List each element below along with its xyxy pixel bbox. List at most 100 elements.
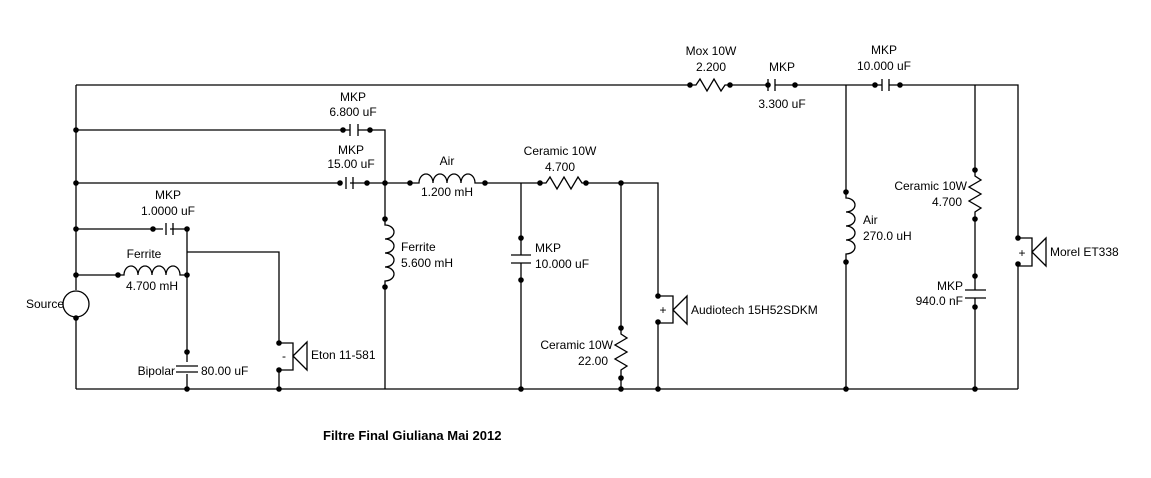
junction-dot <box>482 180 488 186</box>
junction-dot <box>276 367 282 373</box>
capacitor-c-mid[interactable] <box>511 254 531 264</box>
junction-dot <box>583 180 589 186</box>
c-hi2-value: 10.000 uF <box>857 59 911 73</box>
junction-dot <box>972 304 978 310</box>
junction-dot <box>972 216 978 222</box>
inductor-l-air1[interactable] <box>410 173 485 184</box>
junction-dot <box>897 82 903 88</box>
l-air2-type: Air <box>863 213 878 227</box>
mid-label: Audiotech 15H52SDKM <box>691 303 818 317</box>
r-ceramic1-type: Ceramic 10W <box>524 144 597 158</box>
junction-dot <box>843 259 849 265</box>
junction-dot <box>618 180 624 186</box>
speaker-woofer[interactable]: - <box>279 340 308 372</box>
junction-dot <box>727 82 733 88</box>
junction-dot <box>618 375 624 381</box>
r-ceramic3-value: 4.700 <box>932 195 962 209</box>
junction-dot <box>972 386 978 392</box>
inductor-l-ferrite1[interactable] <box>118 265 181 276</box>
c-hi3-type: MKP <box>937 279 963 293</box>
woofer-label: Eton 11-581 <box>311 348 376 362</box>
junction-dots <box>73 82 1021 392</box>
l-air1-type: Air <box>440 154 455 168</box>
junction-dot <box>972 273 978 279</box>
capacitor-c-bipolar[interactable] <box>176 365 198 373</box>
woofer-polarity: - <box>282 349 286 363</box>
speaker-mid[interactable]: + <box>658 294 688 326</box>
junction-dot <box>73 180 79 186</box>
capacitor-c-low1[interactable] <box>165 223 174 235</box>
junction-dot <box>184 226 190 232</box>
junction-dot <box>537 180 543 186</box>
junction-dot <box>367 127 373 133</box>
junction-dot <box>382 180 388 186</box>
junction-dot <box>1015 261 1021 267</box>
inductor-l-ferrite2[interactable] <box>384 219 395 287</box>
resistor-r-ceramic3[interactable] <box>967 170 983 219</box>
r-ceramic2-type: Ceramic 10W <box>540 338 613 352</box>
resistor-r-ceramic1[interactable] <box>540 175 586 191</box>
junction-dot <box>655 293 661 299</box>
c-top2-type: MKP <box>338 143 364 157</box>
resistor-r-mox[interactable] <box>690 77 730 93</box>
junction-dot <box>73 272 79 278</box>
c-top1-type: MKP <box>340 90 366 104</box>
junction-dot <box>340 127 346 133</box>
tweeter-label: Morel ET338 <box>1050 245 1119 259</box>
junction-dot <box>1015 235 1021 241</box>
c-hi1-value: 3.300 uF <box>758 97 805 111</box>
capacitor-c-top1[interactable] <box>349 124 359 136</box>
junction-dot <box>843 386 849 392</box>
r-mox-type: Mox 10W <box>686 44 737 58</box>
junction-dot <box>115 272 121 278</box>
junction-dot <box>184 349 190 355</box>
l-ferrite1-type: Ferrite <box>127 247 162 261</box>
junction-dot <box>73 315 79 321</box>
speaker-tweeter[interactable]: + <box>1018 236 1047 268</box>
junction-dot <box>792 82 798 88</box>
capacitor-c-top2[interactable] <box>345 177 354 189</box>
l-ferrite2-type: Ferrite <box>401 240 436 254</box>
c-bipolar-type: Bipolar <box>138 364 175 378</box>
capacitor-c-hi3[interactable] <box>965 276 986 307</box>
junction-dot <box>518 235 524 241</box>
junction-dot <box>337 180 343 186</box>
r-ceramic1-value: 4.700 <box>545 160 575 174</box>
junction-dot <box>184 386 190 392</box>
junction-dot <box>765 82 771 88</box>
capacitor-c-hi1[interactable] <box>767 79 795 91</box>
l-air1-value: 1.200 mH <box>421 185 473 199</box>
l-air2-value: 270.0 uH <box>863 229 912 243</box>
junction-dot <box>618 386 624 392</box>
resistor-r-ceramic2[interactable] <box>613 328 629 378</box>
junction-dot <box>972 167 978 173</box>
wires <box>75 84 1019 390</box>
junction-dot <box>364 180 370 186</box>
junction-dot <box>872 82 878 88</box>
source[interactable] <box>62 290 90 318</box>
r-ceramic3-type: Ceramic 10W <box>894 179 967 193</box>
junction-dot <box>382 284 388 290</box>
c-hi3-value: 940.0 nF <box>916 294 963 308</box>
c-low1-type: MKP <box>155 188 181 202</box>
l-ferrite2-value: 5.600 mH <box>401 256 453 270</box>
junction-dot <box>687 82 693 88</box>
junction-dot <box>73 127 79 133</box>
junction-dot <box>276 386 282 392</box>
r-ceramic2-value: 22.00 <box>578 354 608 368</box>
inductor-l-air2[interactable] <box>845 192 856 262</box>
junction-dot <box>276 340 282 346</box>
junction-dot <box>518 386 524 392</box>
capacitor-c-hi2[interactable] <box>875 79 900 91</box>
c-low1-value: 1.0000 uF <box>141 204 195 218</box>
junction-dot <box>618 325 624 331</box>
junction-dot <box>150 226 156 232</box>
junction-dot <box>843 189 849 195</box>
junction-dot <box>407 180 413 186</box>
junction-dot <box>184 272 190 278</box>
c-hi2-type: MKP <box>871 43 897 57</box>
c-top2-value: 15.00 uF <box>327 157 374 171</box>
junction-dot <box>655 319 661 325</box>
c-bipolar-value: 80.00 uF <box>201 364 248 378</box>
